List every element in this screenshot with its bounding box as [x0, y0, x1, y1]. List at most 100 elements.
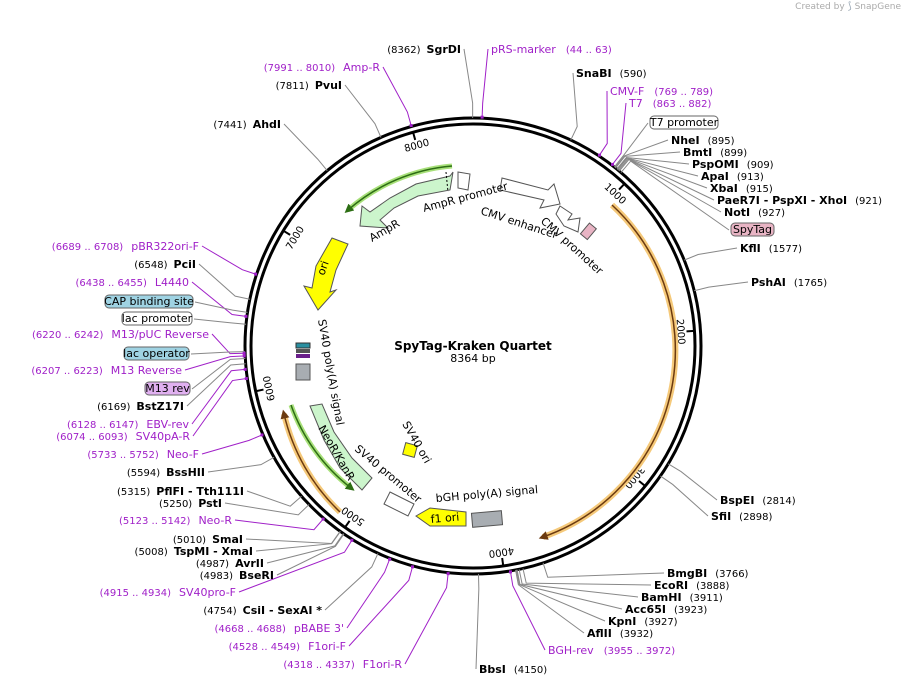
site-coord: (3766)	[715, 569, 748, 580]
primer-label-ampr[interactable]: (7991 .. 8010) Amp-R	[264, 61, 381, 74]
primer-coord: (769 .. 789)	[654, 87, 713, 98]
site-label-bbsi[interactable]: BbsI(4150)	[479, 663, 547, 676]
site-label-pflfi[interactable]: (5315)PflFI - Tth111I	[117, 485, 244, 498]
leader-line	[614, 139, 669, 168]
primer-label-f1orif[interactable]: (4528 .. 4549)F1ori-F	[229, 640, 346, 653]
site-label-csii[interactable]: (4754)CsiI - SexAI *	[203, 604, 322, 617]
site-label-pvui[interactable]: (7811)PvuI	[276, 79, 342, 92]
primer-label-bghrev[interactable]: BGH-rev(3955 .. 3972)	[548, 644, 675, 657]
site-label-bmti[interactable]: BmtI(899)	[683, 146, 747, 159]
site-label-pshai[interactable]: PshAI(1765)	[751, 276, 827, 289]
leader-line	[276, 533, 345, 576]
site-label-ecori[interactable]: EcoRI(3888)	[654, 579, 730, 592]
site-label-psti[interactable]: (5250)PstI	[159, 497, 222, 510]
neokan-orf-arc-line	[290, 404, 355, 491]
primer-marker	[597, 153, 601, 157]
sv40-polya-block-1[interactable]	[295, 342, 311, 349]
site-label-paer7i[interactable]: PaeR7I - PspXI - XhoI(921)	[717, 194, 882, 207]
ampr-feature-arrow[interactable]	[359, 171, 454, 229]
leader-line	[660, 475, 709, 517]
site-label-avrii[interactable]: (4987)AvrII	[196, 557, 264, 570]
ampr-promoter-arrow[interactable]	[457, 171, 471, 191]
primer-label-neor[interactable]: (5123 .. 5142)Neo-R	[119, 514, 232, 527]
neokan-feature-arrow[interactable]	[309, 403, 373, 491]
primer-name: pBABE 3'	[294, 622, 344, 635]
primer-label-ebvrev[interactable]: (6128 .. 6147)EBV-rev	[67, 418, 189, 431]
plasmid-name: SpyTag-Kraken Quartet	[394, 339, 552, 353]
primer-coord: (6689 .. 6708)	[52, 242, 124, 253]
primer-label-prs[interactable]: pRS-marker(44 .. 63)	[491, 43, 612, 56]
primer-marker	[254, 272, 258, 276]
site-coord: (5008)	[135, 547, 168, 558]
cmv-promoter-arrow[interactable]	[555, 205, 581, 233]
site-label-kfli[interactable]: KflI(1577)	[740, 242, 802, 255]
site-label-acc65i[interactable]: Acc65I(3923)	[625, 603, 707, 616]
site-coord: (915)	[746, 184, 773, 195]
site-label-bamhi[interactable]: BamHI(3911)	[641, 591, 723, 604]
snapgene-branding: Created by ⟆ SnapGene	[795, 1, 901, 12]
site-label-aflii[interactable]: AflII(3932)	[587, 627, 653, 640]
boxed-label-lacop[interactable]: lac operator	[123, 347, 190, 360]
boxed-label-m13rev[interactable]: M13 rev	[145, 382, 190, 395]
sv40-polya-block-3[interactable]	[296, 354, 310, 358]
site-label-pcii[interactable]: (6548)PciI	[134, 258, 196, 271]
f1-ori-arrow[interactable]	[415, 507, 467, 527]
primer-label-f1orir[interactable]: (4318 .. 4337)F1ori-R	[283, 658, 402, 671]
leader-line	[382, 66, 412, 127]
boxed-label-t7prom[interactable]: T7 promoter	[649, 116, 719, 129]
ori-feature-arrow[interactable]	[302, 237, 349, 311]
sv40-polya-block-2[interactable]	[296, 349, 310, 353]
site-label-tspmi[interactable]: (5008) TspMI - XmaI	[135, 545, 253, 558]
primer-name: Neo-F	[167, 448, 199, 461]
site-label-sgrdi[interactable]: (8362)SgrDI	[387, 43, 461, 56]
gray-block-left[interactable]	[295, 363, 311, 381]
bgh-polya-block[interactable]	[470, 510, 504, 528]
sv40-promoter-arrow[interactable]	[383, 491, 415, 517]
site-label-xbai[interactable]: XbaI(915)	[710, 182, 773, 195]
site-name: CsiI - SexAI *	[243, 604, 323, 617]
site-label-smai[interactable]: (5010)SmaI	[173, 533, 243, 546]
site-label-noti[interactable]: NotI(927)	[724, 206, 785, 219]
primer-marker	[242, 354, 246, 358]
site-label-snabi[interactable]: SnaBI(590)	[576, 67, 647, 80]
primer-name: Amp-R	[343, 61, 380, 74]
primer-label-cmvf[interactable]: CMV-F(769 .. 789)	[610, 85, 713, 98]
site-label-bmgbi[interactable]: BmgBI(3766)	[667, 567, 749, 580]
leader-line	[324, 553, 379, 611]
leader-line	[509, 570, 546, 651]
primer-coord: (7991 .. 8010)	[264, 63, 336, 74]
leader-line	[613, 122, 649, 168]
site-label-sfii[interactable]: SfiI(2898)	[711, 510, 773, 523]
site-label-bspei[interactable]: BspEI(2814)	[720, 494, 796, 507]
primer-coord: (6438 .. 6455)	[75, 278, 147, 289]
site-name: EcoRI	[654, 579, 688, 592]
site-label-kpni[interactable]: KpnI(3927)	[608, 615, 678, 628]
site-label-bsshii[interactable]: (5594)BssHII	[127, 466, 205, 479]
spytag-feature-block[interactable]	[579, 222, 598, 241]
site-label-apai[interactable]: ApaI(913)	[701, 170, 764, 183]
site-label-ahdi[interactable]: (7441)AhdI	[213, 118, 281, 131]
site-label-bstz17i[interactable]: (6169)BstZ17I	[97, 400, 184, 413]
boxed-label-lacprom[interactable]: lac promoter	[122, 312, 193, 325]
sv40-ori-block[interactable]	[402, 442, 418, 458]
primer-label-t7[interactable]: T7(863 .. 882)	[628, 97, 712, 110]
primer-label-sv40par[interactable]: (6074 .. 6093)SV40pA-R	[56, 430, 190, 443]
primer-label-pbabe3[interactable]: (4668 .. 4688)pBABE 3'	[215, 622, 345, 635]
boxed-label-cap[interactable]: CAP binding site	[104, 295, 194, 308]
primer-label-l4440[interactable]: (6438 .. 6455)L4440	[75, 276, 189, 289]
site-label-nhei[interactable]: NheI(895)	[671, 134, 735, 147]
primer-name: pRS-marker	[491, 43, 556, 56]
site-label-bseri[interactable]: (4983)BseRI	[200, 569, 274, 582]
primer-label-m13puc[interactable]: (6220 .. 6242)M13/pUC Reverse	[32, 328, 209, 341]
primer-label-sv40prof[interactable]: (4915 .. 4934)SV40pro-F	[100, 586, 236, 599]
site-name: PflFI - Tth111I	[156, 485, 244, 498]
site-name: TspMI - XmaI	[174, 545, 253, 558]
site-label-pspomi[interactable]: PspOMI(909)	[692, 158, 774, 171]
cmv-enhancer-arrow[interactable]	[499, 177, 561, 209]
site-coord: (5250)	[159, 499, 192, 510]
boxed-label-spytag[interactable]: SpyTag	[733, 223, 772, 236]
ruler-tick-label: 5000	[340, 504, 367, 528]
primer-label-m13rev[interactable]: (6207 .. 6223)M13 Reverse	[31, 364, 182, 377]
primer-label-pbr322[interactable]: (6689 .. 6708)pBR322ori-F	[52, 240, 199, 253]
primer-label-neof[interactable]: (5733 .. 5752)Neo-F	[87, 448, 199, 461]
